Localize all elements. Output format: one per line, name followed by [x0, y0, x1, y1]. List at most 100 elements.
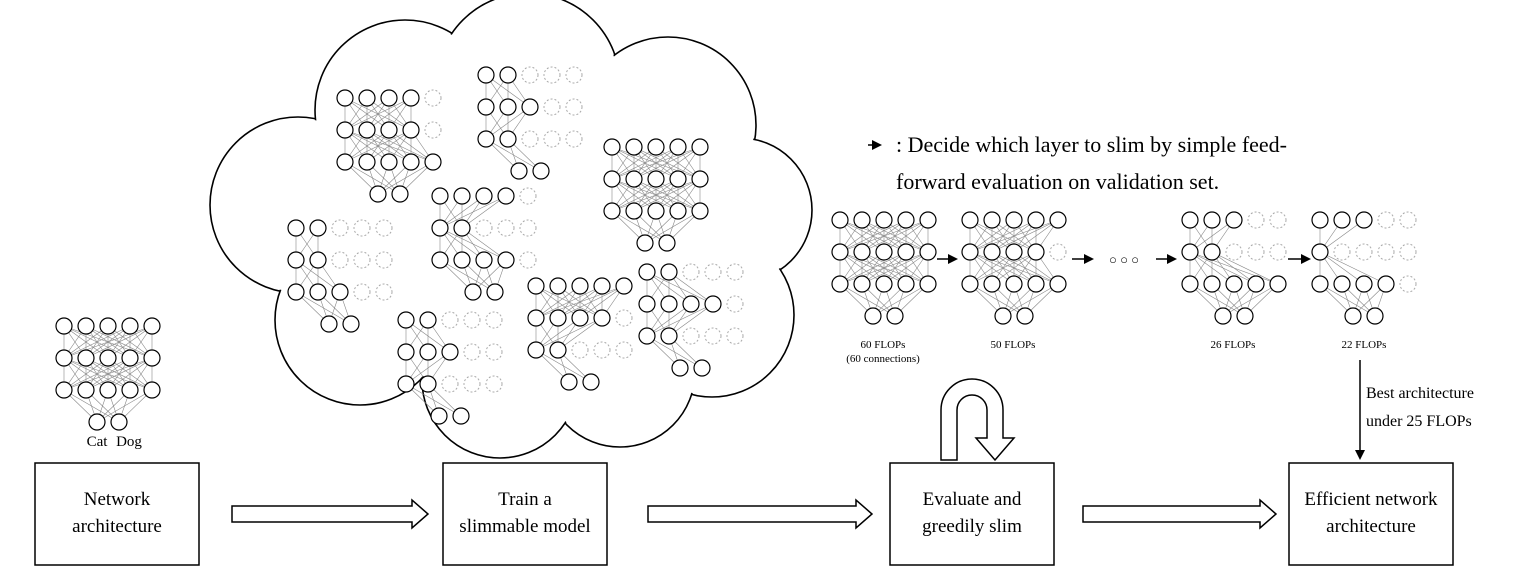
neuron	[510, 162, 528, 180]
neuron	[669, 202, 687, 220]
legend-line-2: forward evaluation on validation set.	[896, 169, 1219, 194]
connection	[557, 285, 625, 319]
slimmed-neuron	[704, 327, 722, 345]
slimmed-neuron	[485, 375, 503, 393]
slimmed-neuron	[704, 263, 722, 281]
neuron	[571, 309, 589, 327]
neuron	[55, 317, 73, 335]
neuron	[658, 234, 676, 252]
connection	[63, 325, 109, 359]
connection	[611, 178, 657, 212]
neuron	[693, 359, 711, 377]
seq-2-flops: 50 FLOPs	[991, 339, 1036, 351]
cloud-network-8	[638, 263, 744, 377]
connection	[872, 283, 929, 317]
neuron	[309, 251, 327, 269]
connection	[439, 195, 485, 229]
step-box-train-slimmable-model: Train a slimmable model	[442, 462, 608, 566]
slimmed-neuron	[1355, 243, 1373, 261]
step-box-evaluate-and-slim: Evaluate and greedily slim	[889, 462, 1055, 566]
cloud-network-1	[336, 89, 442, 203]
neuron	[831, 211, 849, 229]
neuron	[475, 251, 493, 269]
slimmed-neuron	[1399, 243, 1417, 261]
slimmed-neuron	[1399, 275, 1417, 293]
step-4-line-1: Efficient network	[1304, 489, 1438, 510]
neuron	[549, 277, 567, 295]
connection	[485, 106, 531, 140]
neuron	[121, 381, 139, 399]
connection	[839, 251, 907, 285]
connection	[991, 219, 1059, 253]
slimmed-neuron	[331, 219, 349, 237]
neuron	[430, 407, 448, 425]
connection	[461, 195, 507, 229]
slimmed-neuron	[475, 219, 493, 237]
slimmed-neuron	[463, 375, 481, 393]
neuron	[336, 121, 354, 139]
neuron	[682, 295, 700, 313]
neuron	[571, 277, 589, 295]
neuron	[419, 343, 437, 361]
step-1-line-2: architecture	[72, 516, 162, 537]
neuron	[875, 211, 893, 229]
neuron	[287, 283, 305, 301]
neuron	[99, 381, 117, 399]
neuron	[397, 375, 415, 393]
neuron	[424, 153, 442, 171]
neuron	[669, 138, 687, 156]
slimmed-neuron	[497, 219, 515, 237]
neuron	[593, 277, 611, 295]
slimmed-neuron	[565, 130, 583, 148]
neuron	[99, 349, 117, 367]
neuron	[669, 170, 687, 188]
neuron	[486, 283, 504, 301]
neuron	[380, 89, 398, 107]
neuron	[402, 153, 420, 171]
neuron	[464, 283, 482, 301]
slimming-network-2	[961, 211, 1067, 325]
neuron	[864, 307, 882, 325]
networks-layer	[55, 66, 1417, 431]
connection	[861, 219, 929, 253]
neuron	[919, 243, 937, 261]
neuron	[638, 327, 656, 345]
neuron	[99, 317, 117, 335]
connection	[1002, 283, 1059, 317]
neuron	[875, 243, 893, 261]
neuron	[1203, 243, 1221, 261]
connection	[377, 161, 434, 195]
slimmed-neuron	[682, 327, 700, 345]
neuron	[1049, 275, 1067, 293]
slimmed-neuron	[1333, 243, 1351, 261]
output-label-dog: Dog	[116, 434, 142, 450]
neuron	[453, 187, 471, 205]
neuron	[636, 234, 654, 252]
connection	[96, 389, 153, 423]
connection	[839, 251, 885, 285]
connection	[1222, 283, 1279, 317]
neuron	[647, 138, 665, 156]
connection	[1013, 219, 1059, 253]
neuron	[897, 211, 915, 229]
neuron	[441, 343, 459, 361]
connection	[344, 97, 412, 131]
slimmed-neuron	[353, 283, 371, 301]
neuron	[1027, 211, 1045, 229]
step-4-line-2: architecture	[1326, 516, 1416, 537]
neuron	[336, 89, 354, 107]
connection	[883, 219, 929, 253]
step-1-line-1: Network	[84, 489, 151, 510]
neuron	[593, 309, 611, 327]
neuron	[1269, 275, 1287, 293]
best-line-2: under 25 FLOPs	[1366, 413, 1472, 430]
flow-arrow-3	[1082, 498, 1278, 530]
seq-1-note: (60 connections)	[846, 353, 920, 365]
neuron	[625, 170, 643, 188]
neuron	[287, 219, 305, 237]
neuron	[831, 275, 849, 293]
slimmed-neuron	[1269, 211, 1287, 229]
slimmed-neuron	[1247, 243, 1265, 261]
